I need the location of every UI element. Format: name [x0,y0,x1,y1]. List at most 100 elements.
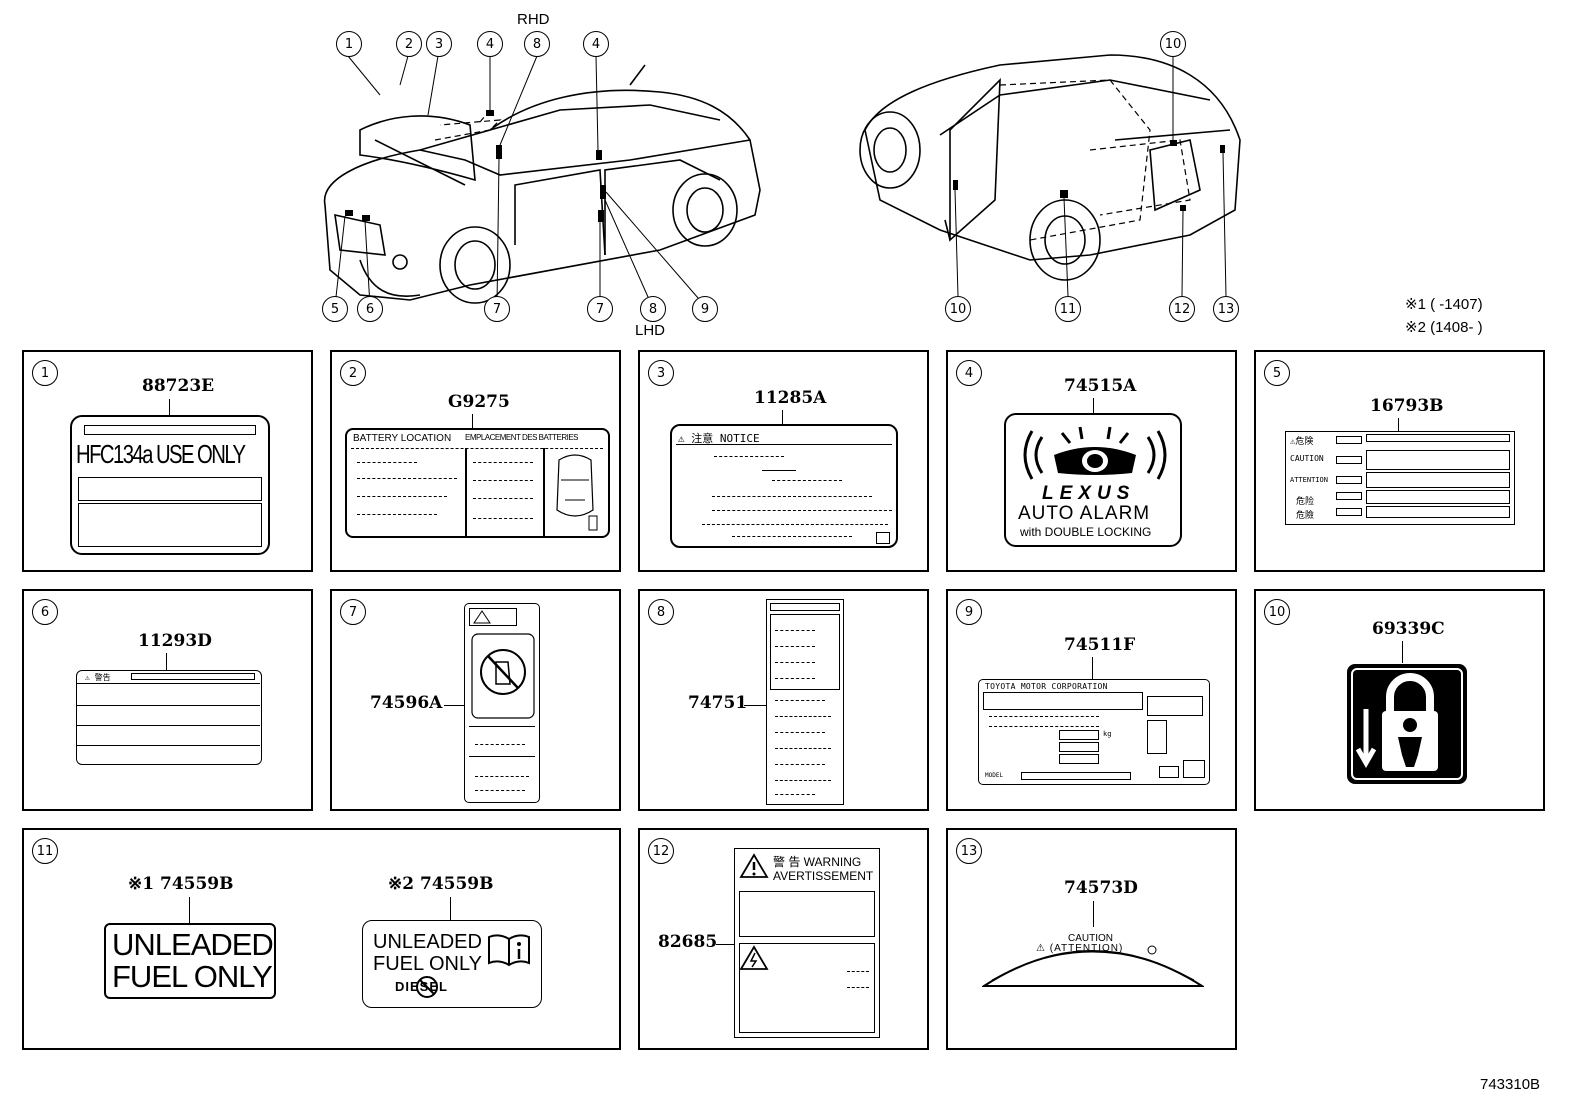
panel-4-number: 4 [956,360,982,386]
label-74751 [766,599,844,805]
callout-2: 2 [396,31,422,57]
label-16793B-row5: 危險 [1296,511,1315,521]
label-74559B-b-diesel: DIESEL [395,979,448,994]
part-number-82685: 82685 [658,932,718,952]
label-74573D [982,945,1204,987]
label-G9275-text1: BATTERY LOCATION [353,433,452,444]
label-88723E-text: HFC134a USE ONLY [76,439,246,469]
callout-10: 10 [1160,31,1186,57]
label-74515A: LEXUS AUTO ALARM with DOUBLE LOCKING [1004,413,1182,547]
airbag-no-child-seat-icon [471,633,535,719]
panel-9-number: 9 [956,599,982,625]
label-16793B-row1: ⚠危険 [1290,437,1314,447]
callout-12: 12 [1169,296,1195,322]
manual-info-icon [488,934,530,967]
part-number-74596A: 74596A [370,693,443,713]
label-11285A: ⚠ 注意 NOTICE [670,424,898,548]
panel-4: 4 74515A LEXUS AUTO ALARM with DOUBLE LO… [946,350,1237,572]
panel-10-number: 10 [1264,599,1290,625]
label-11293D-header: ⚠ 警告 [85,673,111,682]
panel-7: 7 74596A [330,589,621,811]
callout-10b: 10 [945,296,971,322]
panel-5: 5 16793B ⚠危険 CAUTION ATTENTION 危险 危險 [1254,350,1545,572]
callout-6: 6 [357,296,383,322]
callout-1: 1 [336,31,362,57]
label-G9275: BATTERY LOCATION EMPLACEMENT DES BATTERI… [345,428,610,538]
callout-13: 13 [1213,296,1239,322]
front-car-illustration [323,55,761,307]
panel-6-number: 6 [32,599,58,625]
callout-7b: 7 [587,296,613,322]
callout-3: 3 [426,31,452,57]
label-74596A [464,603,540,803]
panel-2-number: 2 [340,360,366,386]
label-74559B-b-line2: FUEL ONLY [373,953,482,975]
car-alarm-icon [1023,426,1167,480]
label-74515A-line2: with DOUBLE LOCKING [1020,525,1152,539]
panel-1-number: 1 [32,360,58,386]
label-G9275-text2: EMPLACEMENT DES BATTERIES [465,433,579,442]
callout-8b: 8 [640,296,666,322]
part-number-16793B: 16793B [1370,396,1444,416]
panel-3: 3 11285A ⚠ 注意 NOTICE [638,350,929,572]
panel-11: 11 ※1 74559B UNLEADED FUEL ONLY ※2 74559… [22,828,621,1050]
panel-13: 13 74573D CAUTION ⚠ (ATTENTION) [946,828,1237,1050]
label-74573D-line1: CAUTION [1068,933,1113,944]
panel-8-number: 8 [648,599,674,625]
part-number-11293D: 11293D [138,631,212,651]
callout-4: 4 [477,31,503,57]
high-voltage-icon [739,945,769,970]
label-88723E: HFC134a USE ONLY [70,415,270,555]
label-74515A-line1: AUTO ALARM [1018,503,1151,524]
part-number-74559B-b: ※2 74559B [388,874,494,894]
label-82685: 警 告 WARNING AVERTISSEMENT [734,848,880,1038]
figure-id: 743310B [1480,1076,1541,1093]
prohibited-icon [416,976,438,998]
part-number-74511F: 74511F [1064,635,1136,655]
part-number-74559B-a: ※1 74559B [128,874,234,894]
label-74511F-kg: kg [1103,730,1112,738]
label-74511F-model: MODEL [985,772,1004,779]
label-11293D: ⚠ 警告 [76,670,262,765]
label-82685-line1: 警 告 WARNING [773,855,862,869]
label-74559B-a: UNLEADED FUEL ONLY [104,923,276,999]
label-74515A-brand: LEXUS [1042,483,1136,504]
panel-13-number: 13 [956,838,982,864]
label-74559B-b-line1: UNLEADED [373,931,482,953]
panel-6: 6 11293D ⚠ 警告 [22,589,313,811]
callout-4b: 4 [583,31,609,57]
note-2: ※2 (1408- ) [1405,319,1483,336]
panel-3-number: 3 [648,360,674,386]
warning-triangle-icon [739,853,769,878]
label-82685-line2: AVERTISSEMENT [773,869,874,883]
panel-10: 10 69339C [1254,589,1545,811]
panel-2: 2 G9275 BATTERY LOCATION EMPLACEMENT DES… [330,350,621,572]
label-74573D-line2: ⚠ (ATTENTION) [1036,943,1124,954]
part-number-G9275: G9275 [448,392,510,412]
part-number-74573D: 74573D [1064,878,1138,898]
part-number-74515A: 74515A [1064,376,1137,396]
panel-9: 9 74511F TOYOTA MOTOR CORPORATION kg MOD… [946,589,1237,811]
label-16793B-row4: 危险 [1296,497,1315,507]
part-number-88723E: 88723E [142,376,215,396]
label-11285A-header: ⚠ 注意 NOTICE [678,432,760,445]
callout-7: 7 [484,296,510,322]
label-74559B-a-line2: FUEL ONLY [112,959,273,994]
part-number-11285A: 11285A [754,388,827,408]
panel-5-number: 5 [1264,360,1290,386]
callout-11: 11 [1055,296,1081,322]
panel-7-number: 7 [340,599,366,625]
rhd-label: RHD [517,11,550,28]
label-16793B: ⚠危険 CAUTION ATTENTION 危险 危險 [1285,431,1515,525]
rear-car-illustration [859,54,1241,297]
part-number-69339C: 69339C [1372,619,1445,639]
panel-1: 1 88723E HFC134a USE ONLY [22,350,313,572]
label-74559B-a-line1: UNLEADED [112,927,274,962]
note-1: ※1 ( -1407) [1405,296,1483,313]
callout-9: 9 [692,296,718,322]
panel-12-number: 12 [648,838,674,864]
panel-11-number: 11 [32,838,58,864]
label-16793B-row2: CAUTION [1290,454,1324,463]
label-74559B-b: UNLEADED FUEL ONLY DIESEL [362,920,542,1008]
